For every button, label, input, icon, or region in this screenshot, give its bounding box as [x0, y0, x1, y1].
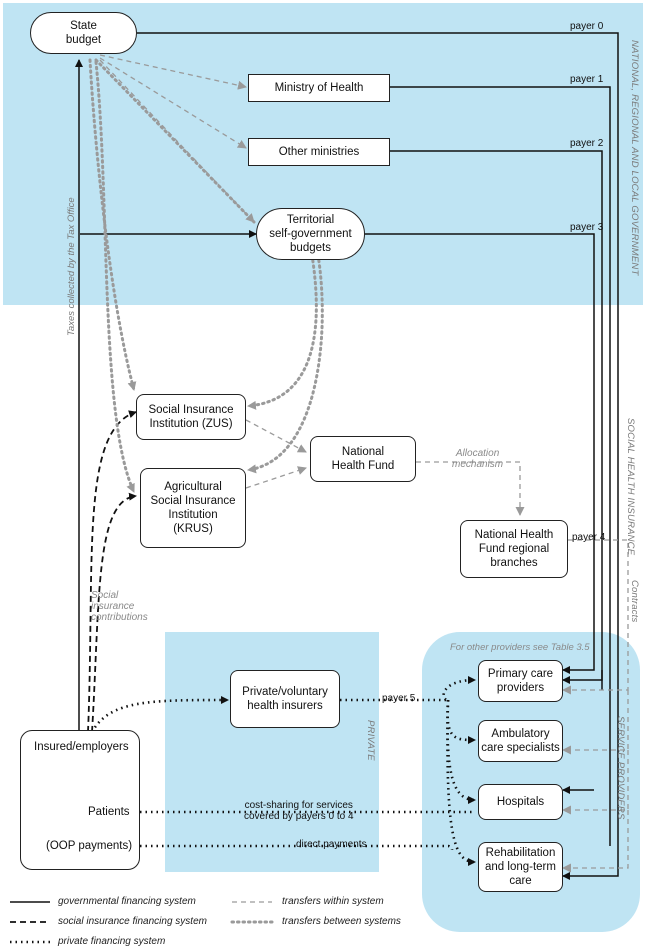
ambulatory-care-node: Ambulatory care specialists [478, 720, 563, 762]
payer-1-label: payer 1 [570, 74, 604, 85]
social-insurance-lines [87, 410, 137, 733]
payer-0-label: payer 0 [570, 21, 604, 32]
national-health-fund-node: National Health Fund [310, 436, 416, 482]
governmental-lines [75, 32, 619, 880]
legend-governmental: governmental financing system [58, 896, 196, 907]
payer-3-label: payer 3 [570, 222, 604, 233]
within-lines [99, 54, 629, 873]
patients-label: Patients [88, 806, 130, 818]
other-providers-label: For other providers see Table 3.5 [450, 642, 590, 653]
payer-5-label: payer 5 [382, 693, 416, 704]
direct-payments-label: direct payments [296, 839, 367, 850]
service-providers-label: SERVICE PROVIDERS [615, 716, 626, 820]
ministry-of-health-node: Ministry of Health [248, 74, 390, 102]
taxes-label: Taxes collected by the Tax Office [66, 197, 77, 336]
hospitals-node: Hospitals [478, 784, 563, 820]
payer-4-label: payer 4 [572, 532, 606, 543]
other-ministries-node: Other ministries [248, 138, 390, 166]
insured-label: Insured/employers [34, 741, 129, 753]
legend-social-insurance: social insurance financing system [58, 916, 207, 927]
insured-employers-node [20, 730, 140, 870]
private-lines [90, 676, 476, 866]
state-budget-node: State budget [30, 12, 137, 54]
payer-2-label: payer 2 [570, 138, 604, 149]
oop-label: (OOP payments) [46, 840, 133, 852]
social-contributions-label: Social insurance contributions [91, 590, 148, 623]
private-label: PRIVATE [365, 720, 376, 761]
territorial-budgets-node: Territorial self-government budgets [256, 208, 365, 260]
allocation-mechanism-label: Allocation mechanism [452, 448, 504, 470]
private-insurers-node: Private/voluntary health insurers [230, 670, 340, 728]
contracts-label: Contracts [629, 580, 640, 623]
national-government-label: NATIONAL, REGIONAL AND LOCAL GOVERNMENT [629, 40, 640, 276]
legend-lines [10, 901, 274, 944]
primary-care-node: Primary care providers [478, 660, 563, 702]
legend-within: transfers within system [282, 896, 384, 907]
legend-private: private financing system [58, 936, 166, 947]
nhf-regional-branches-node: National Health Fund regional branches [460, 520, 568, 578]
rehabilitation-node: Rehabilitation and long-term care [478, 842, 563, 892]
social-health-insurance-label: SOCIAL HEALTH INSURANCE [625, 418, 636, 556]
cost-sharing-label: cost-sharing for services covered by pay… [244, 800, 354, 822]
between-lines [88, 58, 324, 494]
zus-node: Social Insurance Institution (ZUS) [136, 394, 246, 440]
krus-node: Agricultural Social Insurance Institutio… [140, 468, 246, 548]
legend-between: transfers between systems [282, 916, 401, 927]
